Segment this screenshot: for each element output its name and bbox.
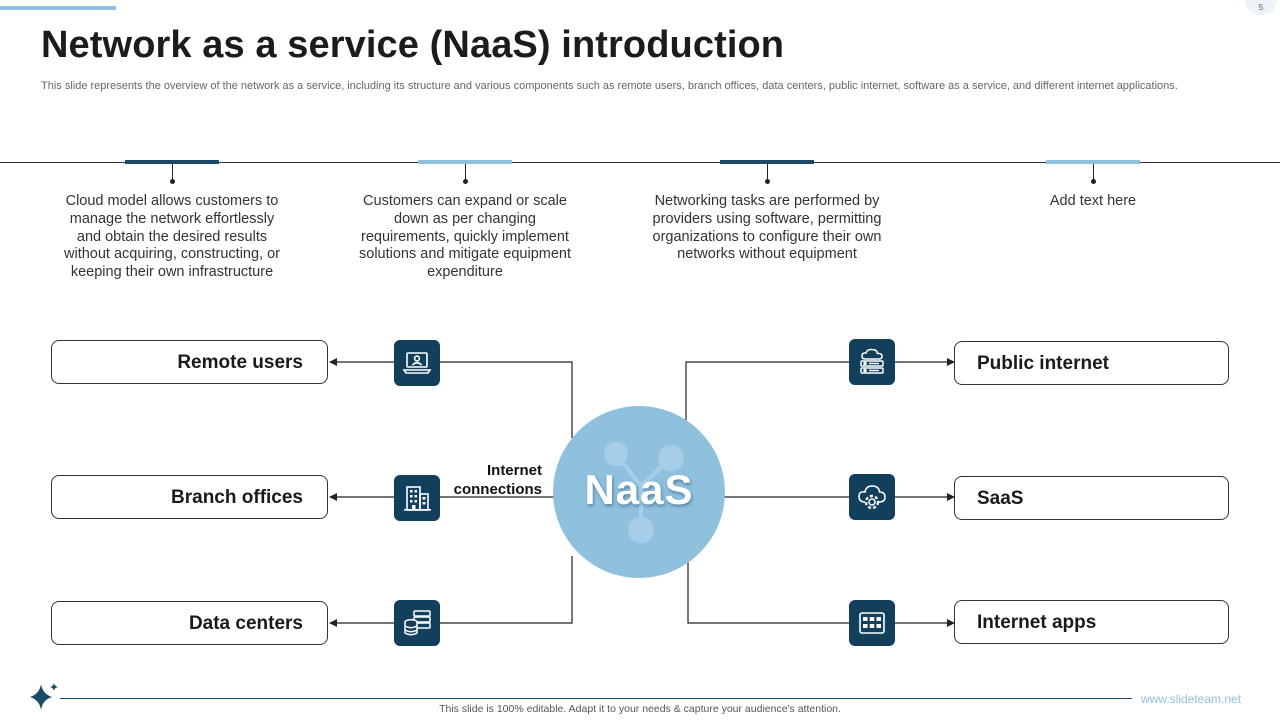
timeline-tab-4	[1046, 160, 1140, 164]
timeline-stem-2	[465, 164, 466, 181]
timeline-dot-3	[765, 179, 770, 184]
page-number: 5	[1245, 0, 1277, 15]
timeline-stem-1	[172, 164, 173, 181]
slide-title: Network as a service (NaaS) introduction	[41, 24, 785, 66]
timeline-tab-1	[125, 160, 219, 164]
laptop-user-icon	[394, 340, 440, 386]
sparkle-logo-icon	[30, 683, 58, 710]
timeline-text-4: Add text here	[1049, 193, 1137, 209]
naas-hub-circle	[553, 406, 725, 578]
footer-line	[60, 698, 1132, 699]
timeline-text-2: Customers can expand or scale down as pe…	[359, 193, 571, 281]
footer-website[interactable]: www.slideteam.net	[1141, 692, 1242, 706]
timeline-text-3: Networking tasks are performed by provid…	[652, 193, 882, 263]
slide-subtitle: This slide represents the overview of th…	[41, 80, 1178, 92]
node-internet-apps: Internet apps	[954, 600, 1229, 644]
timeline-tab-3	[720, 160, 814, 164]
timeline-stem-3	[767, 164, 768, 181]
timeline-dot-1	[170, 179, 175, 184]
connector-public-internet	[685, 358, 955, 420]
app-grid-icon	[849, 600, 895, 646]
timeline-line	[0, 162, 1280, 163]
connection-label: Internet connections	[453, 462, 542, 498]
cloud-gear-icon	[849, 474, 895, 520]
timeline-dot-2	[463, 179, 468, 184]
node-remote-users: Remote users	[51, 340, 328, 384]
node-data-centers: Data centers	[51, 601, 328, 645]
cloud-server-icon	[849, 339, 895, 385]
timeline-text-1: Cloud model allows customers to manage t…	[64, 193, 280, 281]
node-public-internet: Public internet	[954, 341, 1229, 385]
connector-internet-apps	[687, 562, 955, 627]
connector-remote-users	[329, 358, 573, 438]
timeline-tab-2	[418, 160, 512, 164]
office-building-icon	[394, 475, 440, 521]
naas-hub-label: NaaS	[584, 466, 694, 513]
connector-data-centers	[329, 556, 573, 627]
timeline-dot-4	[1091, 179, 1096, 184]
timeline-stem-4	[1093, 164, 1094, 181]
database-server-icon	[394, 600, 440, 646]
footer-note: This slide is 100% editable. Adapt it to…	[439, 703, 841, 715]
node-saas: SaaS	[954, 476, 1229, 520]
node-branch-offices: Branch offices	[51, 475, 328, 519]
top-accent-bar	[0, 6, 116, 10]
